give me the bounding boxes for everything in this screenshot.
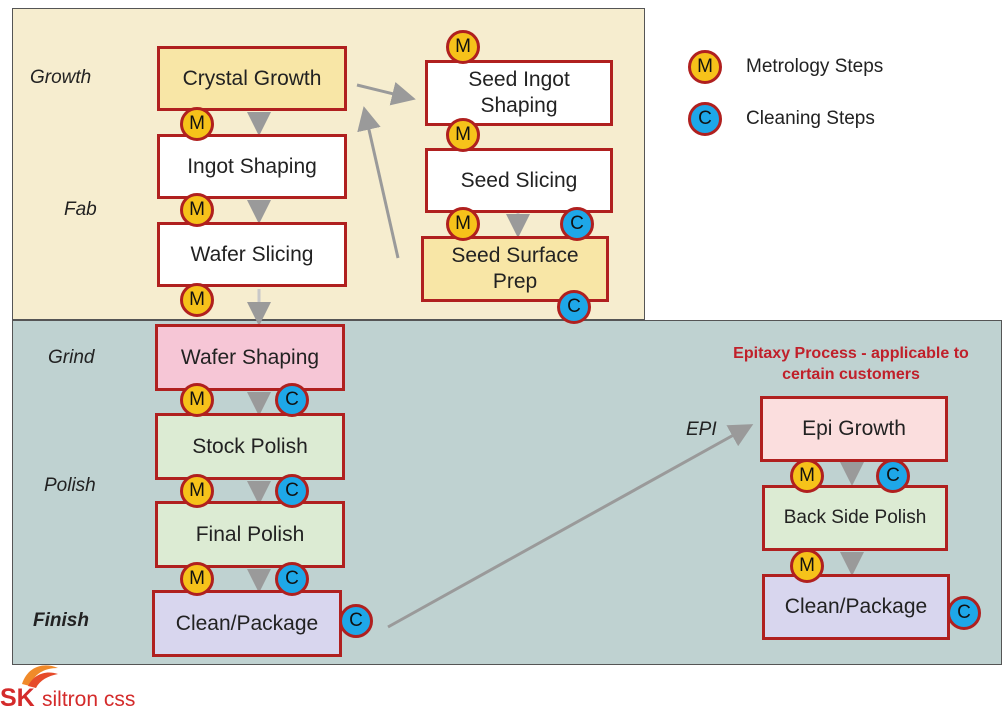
box-label: Epi Growth [802, 417, 906, 440]
metrology-badge: M [180, 193, 214, 227]
cleaning-badge: C [275, 474, 309, 508]
box-final-polish: Final Polish [155, 501, 345, 568]
logo-sk-text: SK [0, 684, 35, 712]
cleaning-badge: C [876, 459, 910, 493]
stage-label-grind: Grind [48, 347, 95, 368]
cleaning-badge: C [275, 562, 309, 596]
metrology-badge: M [446, 30, 480, 64]
box-label: Wafer Shaping [180, 345, 320, 369]
stage-label-polish: Polish [44, 475, 96, 496]
box-label: Crystal Growth [182, 66, 322, 90]
box-clean-package: Clean/Package [152, 590, 342, 657]
metrology-badge: M [180, 562, 214, 596]
box-epi-clean-package: Clean/Package [762, 574, 950, 640]
epitaxy-note: Epitaxy Process - applicable to certain … [733, 345, 969, 383]
legend-cleaning-label: Cleaning Steps [746, 108, 875, 129]
metrology-badge: M [180, 283, 214, 317]
box-label: Clean/Package [175, 611, 319, 635]
box-label: Wafer Slicing [190, 242, 314, 266]
box-label: Ingot Shaping [187, 154, 317, 178]
box-label: Seed Ingot Shaping [468, 68, 570, 117]
box-label: Clean/Package [784, 595, 928, 618]
box-wafer-shaping: Wafer Shaping [155, 324, 345, 391]
box-ingot-shaping: Ingot Shaping [157, 134, 347, 199]
metrology-badge: M [180, 474, 214, 508]
box-crystal-growth: Crystal Growth [157, 46, 347, 111]
metrology-badge: M [180, 383, 214, 417]
cleaning-badge: C [275, 383, 309, 417]
cleaning-badge: C [339, 604, 373, 638]
box-label: Back Side Polish [783, 507, 927, 528]
box-back-side-polish: Back Side Polish [762, 485, 948, 551]
metrology-badge: M [446, 207, 480, 241]
box-stock-polish: Stock Polish [155, 413, 345, 480]
cleaning-badge: C [947, 596, 981, 630]
box-label: Seed Surface Prep [451, 244, 579, 293]
cleaning-badge: C [560, 207, 594, 241]
box-epi-growth: Epi Growth [760, 396, 948, 462]
stage-label-finish: Finish [33, 610, 89, 631]
metrology-badge: M [180, 107, 214, 141]
legend-cleaning-badge: C [688, 102, 722, 136]
sk-logo-icon [22, 665, 58, 688]
box-label: Stock Polish [192, 434, 308, 458]
box-label: Final Polish [195, 522, 305, 546]
metrology-badge: M [790, 459, 824, 493]
logo-company-text: siltron css [42, 688, 136, 711]
stage-label-growth: Growth [30, 67, 92, 88]
stage-label-epi: EPI [686, 419, 717, 440]
legend-metrology-badge: M [688, 50, 722, 84]
box-wafer-slicing: Wafer Slicing [157, 222, 347, 287]
stage-label-fab: Fab [64, 199, 97, 220]
legend-metrology-label: Metrology Steps [746, 56, 884, 77]
box-seed-ingot-shaping: Seed Ingot Shaping [425, 60, 613, 126]
box-label: Seed Slicing [460, 168, 578, 192]
metrology-badge: M [446, 118, 480, 152]
metrology-badge: M [790, 549, 824, 583]
cleaning-badge: C [557, 290, 591, 324]
box-seed-slicing: Seed Slicing [425, 148, 613, 213]
